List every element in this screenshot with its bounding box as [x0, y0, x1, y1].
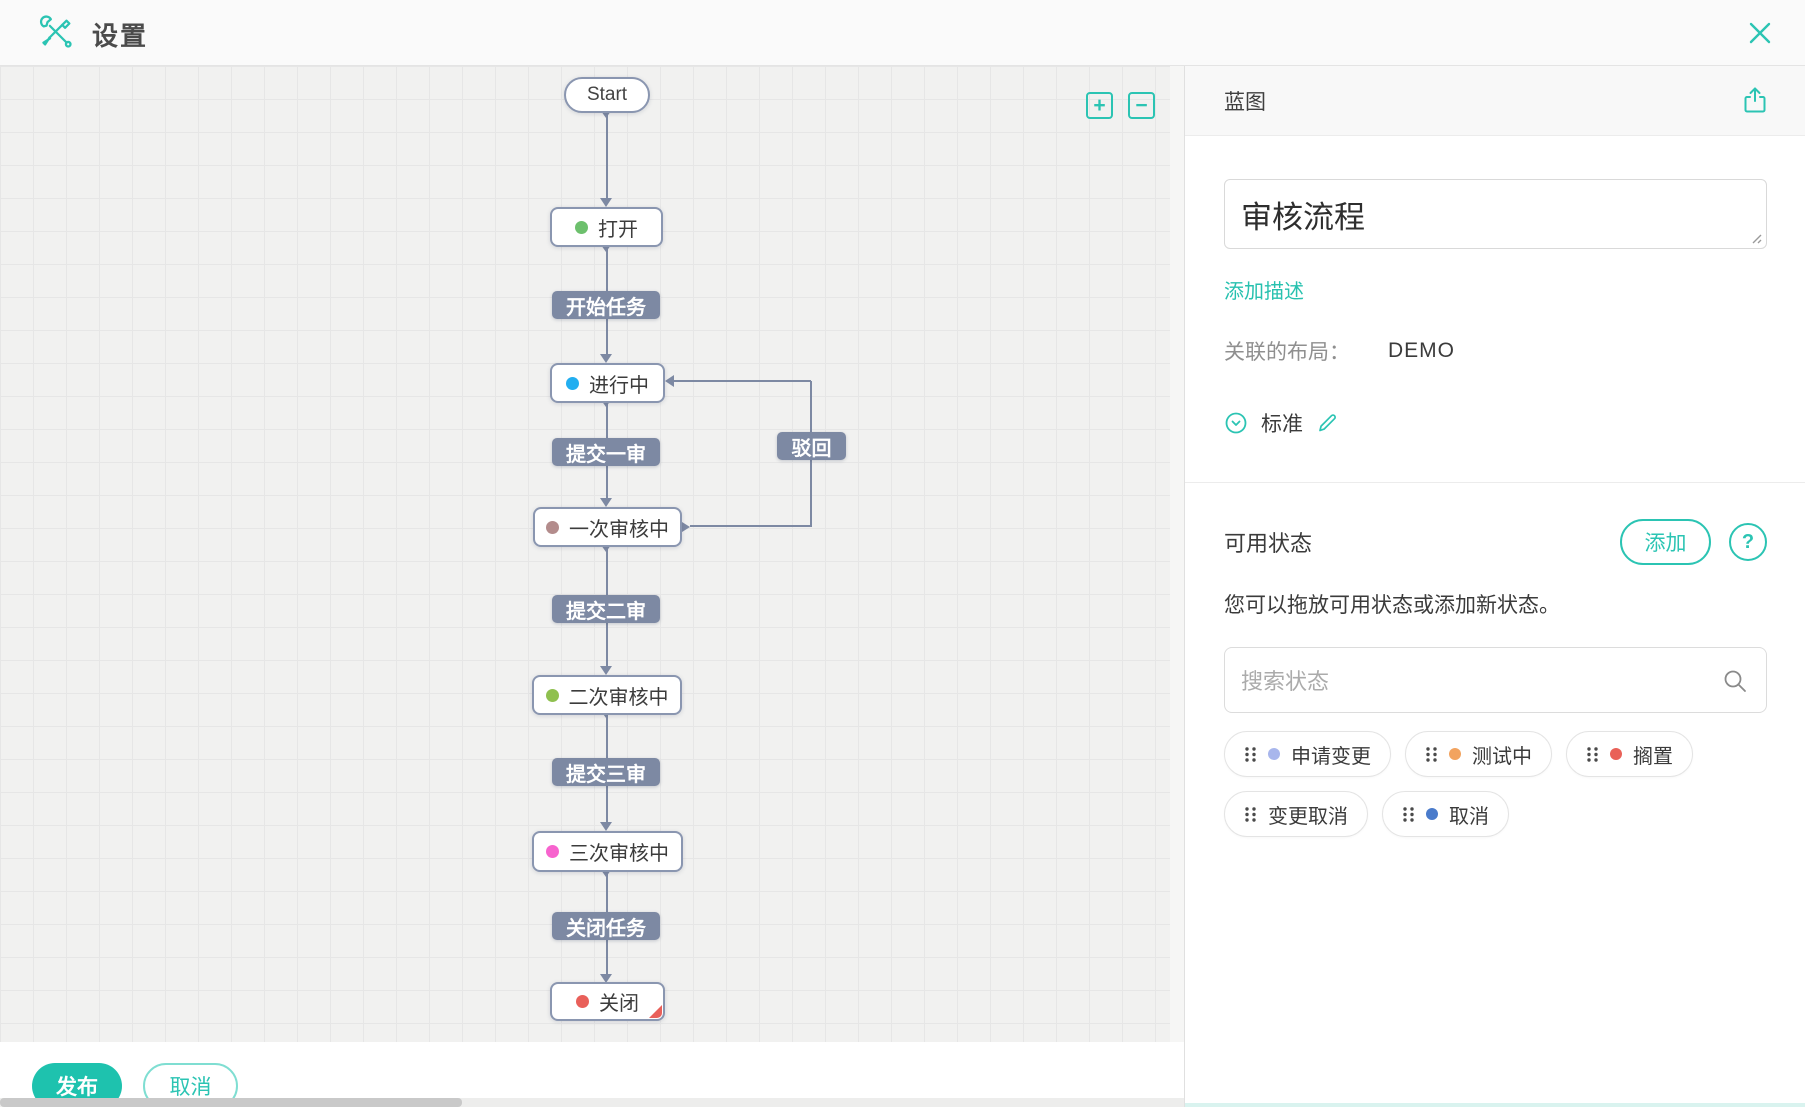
arrowhead	[600, 822, 612, 831]
chip-label: 取消	[1449, 805, 1489, 828]
connector-nub	[601, 400, 611, 407]
search-state-input[interactable]: 搜索状态	[1224, 647, 1767, 713]
arrowhead	[600, 974, 612, 983]
status-dot	[1426, 808, 1438, 820]
arrowhead	[600, 498, 612, 507]
arrowhead	[665, 375, 674, 387]
drag-handle-icon[interactable]	[1425, 746, 1438, 763]
state-chip-change-cancelled[interactable]: 变更取消	[1224, 791, 1368, 837]
state-chip-change-request[interactable]: 申请变更	[1224, 731, 1391, 777]
node-closed[interactable]: 关闭	[550, 982, 665, 1021]
chip-label: 申请变更	[1291, 745, 1371, 768]
transition-reject[interactable]: 驳回	[777, 432, 846, 460]
layout-value: DEMO	[1388, 339, 1455, 362]
node-label: 二次审核中	[568, 686, 669, 709]
panel-title: 蓝图	[1224, 90, 1266, 114]
chip-label: 测试中	[1472, 745, 1532, 768]
window-header: 设置	[0, 0, 1805, 66]
transition-start-task[interactable]: 开始任务	[552, 291, 660, 319]
status-dot	[1268, 748, 1280, 760]
node-start[interactable]: Start	[564, 77, 650, 113]
search-placeholder: 搜索状态	[1241, 669, 1330, 694]
status-dot	[566, 376, 579, 390]
edge-reject-top	[673, 380, 811, 382]
panel-header: 蓝图	[1185, 66, 1805, 136]
node-label: 打开	[598, 218, 638, 241]
arrowhead	[600, 666, 612, 675]
export-icon[interactable]	[1741, 86, 1769, 114]
status-dot	[575, 220, 588, 234]
transition-submit-review1[interactable]: 提交一审	[552, 438, 660, 466]
status-dot	[546, 520, 559, 534]
connector-nub	[682, 522, 690, 532]
arrowhead	[600, 198, 612, 207]
states-hint-text: 您可以拖放可用状态或添加新状态。	[1224, 594, 1560, 617]
blueprint-name-value: 审核流程	[1241, 199, 1365, 235]
canvas-horizontal-scrollbar[interactable]	[0, 1098, 1184, 1107]
transition-close-task[interactable]: 关闭任务	[552, 912, 660, 940]
state-chip-on-hold[interactable]: 搁置	[1566, 731, 1693, 777]
status-dot	[1449, 748, 1461, 760]
help-button[interactable]: ?	[1729, 523, 1767, 561]
chip-label: 变更取消	[1268, 805, 1348, 828]
node-label: 三次审核中	[569, 843, 669, 865]
node-label: 关闭	[599, 993, 639, 1015]
zoom-in-button[interactable]: +	[1086, 92, 1113, 119]
close-icon[interactable]	[1743, 16, 1777, 50]
blueprint-panel: 蓝图 审核流程 添加描述 关联的布局： DEMO	[1184, 66, 1805, 1107]
settings-tools-icon	[39, 15, 72, 48]
node-label: Start	[586, 84, 628, 105]
state-chip-testing[interactable]: 测试中	[1405, 731, 1552, 777]
scrollbar-thumb[interactable]	[0, 1098, 462, 1107]
resize-handle[interactable]	[1749, 231, 1762, 244]
status-dot	[546, 845, 559, 858]
transition-submit-review2[interactable]: 提交二审	[552, 595, 660, 623]
mode-dropdown[interactable]: 标准	[1224, 408, 1767, 438]
node-second-review[interactable]: 二次审核中	[532, 675, 682, 715]
footer-bar: 发布 取消	[0, 1042, 1184, 1107]
associated-layout-row: 关联的布局： DEMO	[1224, 336, 1767, 366]
node-first-review[interactable]: 一次审核中	[533, 507, 682, 547]
search-icon	[1724, 670, 1746, 692]
mode-value: 标准	[1261, 413, 1303, 436]
panel-body: 审核流程 添加描述 关联的布局： DEMO 标准	[1185, 179, 1805, 837]
connector-nub	[601, 245, 611, 252]
transition-submit-review3[interactable]: 提交三审	[552, 758, 660, 786]
drag-handle-icon[interactable]	[1402, 806, 1415, 823]
canvas-vertical-scrollbar[interactable]	[1170, 66, 1184, 1042]
edge-reject-bottom	[690, 525, 812, 527]
drag-handle-icon[interactable]	[1586, 746, 1599, 763]
status-dot	[545, 688, 559, 702]
node-third-review[interactable]: 三次审核中	[532, 831, 683, 872]
chip-label: 搁置	[1633, 745, 1673, 768]
blueprint-name-input[interactable]: 审核流程	[1224, 179, 1767, 249]
panel-bottom-accent	[1185, 1103, 1805, 1107]
available-states-title: 可用状态	[1224, 531, 1313, 556]
connector-nub	[601, 870, 611, 877]
edge-start-open	[606, 113, 608, 199]
drag-handle-icon[interactable]	[1244, 806, 1257, 823]
node-corner-flag	[649, 1005, 662, 1018]
add-description-link[interactable]: 添加描述	[1224, 281, 1304, 303]
drag-handle-icon[interactable]	[1244, 746, 1257, 763]
state-chip-list: 申请变更 测试中 搁置	[1224, 731, 1744, 837]
section-divider	[1185, 482, 1805, 483]
page-title: 设置	[92, 21, 149, 51]
zoom-out-button[interactable]: −	[1128, 92, 1155, 119]
chevron-down-circle-icon	[1225, 412, 1247, 434]
node-in-progress[interactable]: 进行中	[550, 363, 665, 403]
status-dot	[576, 995, 589, 1008]
connector-nub	[601, 545, 611, 552]
add-state-button[interactable]: 添加	[1620, 519, 1711, 565]
state-chip-cancelled[interactable]: 取消	[1382, 791, 1509, 837]
node-label: 进行中	[589, 374, 649, 397]
node-label: 一次审核中	[569, 518, 669, 541]
arrowhead	[600, 354, 612, 363]
status-dot	[1610, 748, 1622, 760]
node-open[interactable]: 打开	[550, 207, 663, 247]
edit-pencil-icon[interactable]	[1316, 412, 1338, 434]
layout-label: 关联的布局：	[1224, 341, 1350, 364]
available-states-header: 可用状态 添加 ?	[1224, 519, 1767, 565]
connector-nub	[601, 111, 611, 118]
